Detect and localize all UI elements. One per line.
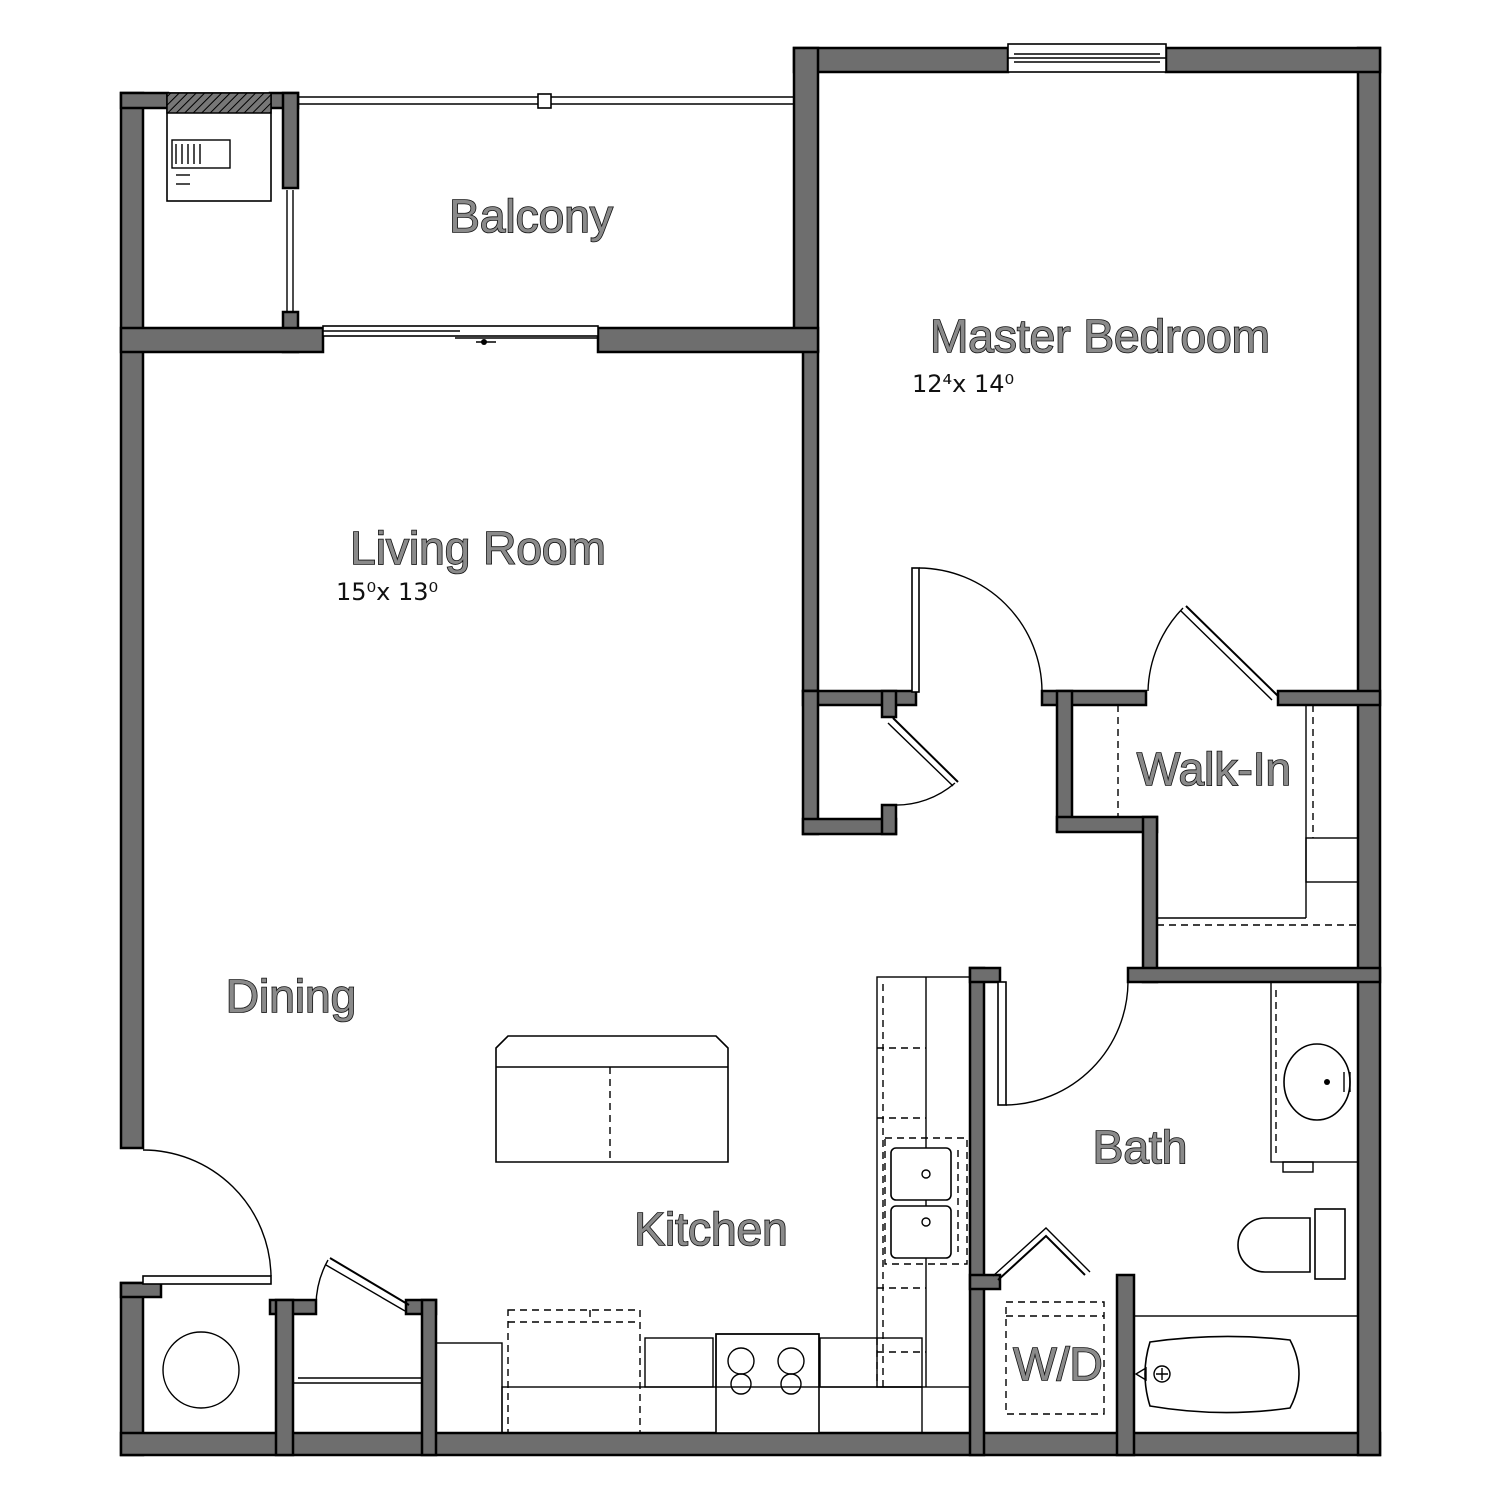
kitchen-label: Kitchen — [634, 1203, 787, 1255]
walk-in-label: Walk-In — [1137, 743, 1291, 795]
dining-label: Dining — [226, 970, 356, 1022]
balcony-label: Balcony — [449, 190, 613, 242]
wall-bedroom-top-right — [1164, 46, 1382, 74]
bath-door[interactable] — [997, 981, 1129, 1106]
wall-bath-left-cap — [968, 966, 1002, 984]
wall-linen-jamb-top — [880, 689, 898, 719]
washer-dryer — [1005, 1301, 1105, 1415]
wall-walkin-step-vert — [1141, 815, 1159, 984]
windows — [298, 43, 1167, 109]
wall-linen-jamb-bottom — [880, 803, 898, 836]
laundry-label: W/D — [1013, 1338, 1102, 1390]
bedroom-window — [1007, 43, 1167, 73]
room-labels: Balcony Master Bedroom 12⁴x 14⁰ Living R… — [225, 189, 1292, 1391]
bath-label: Bath — [1093, 1121, 1188, 1173]
wall-bedroom-bottom-left — [801, 689, 918, 707]
balcony-railing — [298, 93, 794, 109]
walk-in-shelves — [1117, 705, 1359, 926]
kitchen-island — [495, 1035, 729, 1163]
toilet — [1237, 1208, 1346, 1280]
wall-living-top-right — [596, 326, 820, 354]
wall-bottom — [119, 1431, 1382, 1457]
wall-laundry-top — [968, 1273, 1002, 1291]
mech-closet-door[interactable] — [286, 190, 294, 312]
living-room-dimensions: 15⁰x 13⁰ — [336, 578, 438, 606]
wall-walkin-left — [1055, 689, 1074, 833]
wall-laundry-right — [1115, 1273, 1136, 1457]
doors — [142, 190, 1279, 1312]
wall-mech-right — [281, 91, 300, 190]
pantry-shelf — [293, 1377, 422, 1384]
hvac-unit — [166, 92, 272, 202]
wall-left-upper — [119, 91, 145, 1150]
wall-linen-left — [801, 689, 820, 836]
kitchen-sink — [884, 1137, 968, 1265]
kitchen-counter-bottom — [435, 1337, 923, 1434]
wall-bedroom-bottom-right — [1276, 689, 1382, 707]
wall-living-top-left — [119, 326, 325, 354]
sliding-door-balcony[interactable] — [322, 325, 599, 345]
bedroom-door[interactable] — [911, 567, 1043, 693]
fixtures — [162, 92, 1359, 1434]
wall-left-lower — [119, 1281, 145, 1457]
wall-right — [1356, 46, 1382, 1457]
linen-closet-door[interactable] — [887, 717, 959, 806]
pantry-door[interactable] — [315, 1257, 410, 1312]
laundry-bifold-door[interactable] — [992, 1227, 1091, 1281]
range-cooktop — [715, 1333, 820, 1434]
water-heater — [162, 1331, 240, 1409]
master-bedroom-dimensions: 12⁴x 14⁰ — [912, 370, 1014, 398]
master-bedroom-label: Master Bedroom — [930, 310, 1270, 362]
refrigerator — [507, 1309, 641, 1434]
wall-pantry-right — [420, 1298, 438, 1457]
wall-bedroom-left-lower — [801, 349, 820, 693]
wall-bedroom-top-left — [792, 46, 1010, 74]
wall-walkin-bottom — [1126, 966, 1382, 984]
entry-door[interactable] — [142, 1149, 272, 1285]
wall-bedroom-left — [792, 46, 820, 353]
walk-in-door[interactable] — [1147, 605, 1279, 701]
wall-closet-divider — [274, 1298, 295, 1457]
bath-vanity — [1270, 981, 1359, 1173]
bathtub — [1133, 1315, 1359, 1434]
wall-bath-left — [968, 966, 986, 1457]
wall-mech-top — [119, 91, 170, 110]
living-room-label: Living Room — [350, 522, 606, 574]
wall-closet-top-left — [119, 1281, 163, 1299]
